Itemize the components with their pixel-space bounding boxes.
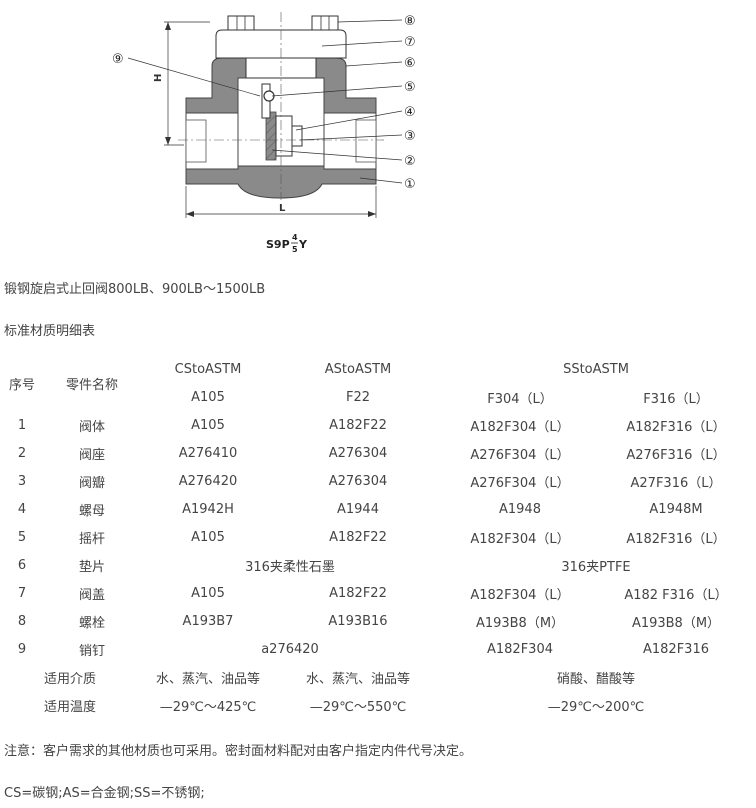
callout-1: ① xyxy=(404,177,416,192)
table-cell: 阀座 xyxy=(78,447,105,463)
valve-section-drawing: H L ⑧ ⑦ ⑥ ⑤ ④ ③ ② ① ⑨ S9P 4 5 Y xyxy=(112,12,416,254)
sub-ss2: F316（L） xyxy=(643,391,709,407)
table-cell: A193B16 xyxy=(328,613,388,629)
table-row-media: 适用介质 水、蒸汽、油品等 水、蒸汽、油品等 硝酸、醋酸等 xyxy=(43,671,636,687)
table-cell: A182F304（L） xyxy=(470,531,570,547)
table-cell: A276304 xyxy=(328,473,388,489)
table-cell: A182F304（L） xyxy=(470,587,570,603)
table-cell: A182F22 xyxy=(329,529,387,545)
callout-5: ⑤ xyxy=(404,80,416,95)
table-cell: A105 xyxy=(191,417,225,433)
nut-right xyxy=(311,15,339,31)
table-cell: A276F304（L） xyxy=(470,447,570,463)
table-cell: 4 xyxy=(17,501,27,517)
table-row: 3 阀瓣 A276420 A276304 A276F304（L） A27F316（L） xyxy=(0,467,752,495)
model-prefix: S9P xyxy=(266,238,290,251)
table-cell: 阀瓣 xyxy=(78,475,105,491)
page-title: 锻钢旋启式止回阀800LB、900LB～1500LB xyxy=(4,282,266,297)
callout-2: ② xyxy=(404,154,416,169)
table-cell: A193B8（M） xyxy=(631,615,721,631)
group-as-header: AStoASTM xyxy=(324,361,392,377)
seat xyxy=(265,111,277,161)
table-subheader-row: A105 F22 F304（L） F316（L） xyxy=(0,383,752,411)
table-cell: A182F22 xyxy=(329,417,387,433)
note-text: 注意：客户需求的其他材质也可采用。密封面材料配对由客户指定内件代号决定。 xyxy=(4,744,473,759)
model-sup: 4 xyxy=(292,233,298,242)
callout-7: ⑦ xyxy=(404,35,416,50)
col-no-header: 序号 xyxy=(8,377,35,393)
callout-8: ⑧ xyxy=(404,14,416,29)
group-ss-header: SStoASTM xyxy=(563,361,629,377)
table-row: 9 销钉 a276420 A182F304 A182F316 xyxy=(17,641,709,659)
sub-as: F22 xyxy=(345,389,371,405)
table-cell: A182F316（L） xyxy=(626,531,726,547)
abbreviation-text: CS=碳钢;AS=合金钢;SS=不锈钢; xyxy=(4,786,205,801)
table-cell: 螺母 xyxy=(78,503,105,519)
group-cs-header: CStoASTM xyxy=(174,361,242,377)
disc xyxy=(275,115,293,157)
material-table: 序号 零件名称 CStoASTM AStoASTM SStoASTM A105 … xyxy=(0,355,752,719)
nut-left xyxy=(227,15,255,31)
callout-4: ④ xyxy=(404,105,416,120)
table-row: 6 垫片 316夹柔性石墨 316夹PTFE xyxy=(17,557,631,575)
table-cell: A276F316（L） xyxy=(626,447,726,463)
table-row: 5 摇杆 A105 A182F22 A182F304（L） A182F316（L） xyxy=(0,523,752,551)
sub-cs: A105 xyxy=(191,389,225,405)
table-cell: 3 xyxy=(17,473,27,489)
table-cell: A1942H xyxy=(182,501,234,517)
callout-3: ③ xyxy=(404,129,416,144)
model-suffix: Y xyxy=(298,238,308,251)
table-cell: 摇杆 xyxy=(78,531,105,547)
table-cell: 2 xyxy=(17,445,27,461)
table-cell: 1 xyxy=(17,417,27,433)
table-cell: A276304 xyxy=(328,445,388,461)
table-cell: A276F304（L） xyxy=(470,475,570,491)
table-cell: A276410 xyxy=(178,445,238,461)
table-cell: A182F316（L） xyxy=(626,419,726,435)
table-row: 4 螺母 A1942H A1944 A1948 A1948M xyxy=(0,495,752,523)
table-cell: A182F304（L） xyxy=(470,419,570,435)
dim-l-label: L xyxy=(279,203,286,214)
table-row: 1 阀体 A105 A182F22 A182F304（L） A182F316（L） xyxy=(0,411,752,439)
dim-h-label: H xyxy=(153,74,164,82)
table-cell: A105 xyxy=(191,529,225,545)
table-cell: A1948M xyxy=(649,501,703,517)
table-cell: 8 xyxy=(17,613,27,629)
table-row: 2 阀座 A276410 A276304 A276F304（L） A276F316（L） xyxy=(0,439,752,467)
callout-9: ⑨ xyxy=(112,52,124,67)
callout-6: ⑥ xyxy=(404,56,416,71)
table-cell: A276420 xyxy=(178,473,238,489)
table-cell: 5 xyxy=(17,529,27,545)
table-cell: A193B8（M） xyxy=(475,615,565,631)
table-cell: A105 xyxy=(191,585,225,601)
table-caption: 标准材质明细表 xyxy=(4,324,96,339)
model-sub: 5 xyxy=(292,245,298,254)
table-cell: 7 xyxy=(17,585,27,601)
table-cell: 阀体 xyxy=(78,419,105,435)
table-cell: A27F316（L） xyxy=(630,475,722,491)
table-cell: 螺栓 xyxy=(78,615,105,631)
sub-ss1: F304（L） xyxy=(487,391,553,407)
table-row: 8 螺栓 A193B7 A193B16 A193B8（M） A193B8（M） xyxy=(0,607,752,635)
col-name-header: 零件名称 xyxy=(65,377,118,393)
table-header-row: 序号 零件名称 CStoASTM AStoASTM SStoASTM xyxy=(0,355,752,393)
table-cell: A1948 xyxy=(499,501,541,517)
table-cell: 阀盖 xyxy=(78,587,105,603)
table-row: 7 阀盖 A105 A182F22 A182F304（L） A182 F316（L） xyxy=(0,579,752,607)
table-row-temp: 适用温度 —29℃～425℃ —29℃～550℃ —29℃～200℃ xyxy=(43,699,645,715)
table-cell: A182 F316（L） xyxy=(624,587,728,603)
table-cell: A193B7 xyxy=(182,613,234,629)
table-cell: A182F22 xyxy=(329,585,387,601)
table-body-bottom: 7 阀盖 A105 A182F22 A182F304（L） A182 F316（L） 8 螺栓… xyxy=(0,579,752,635)
table-cell: A1944 xyxy=(337,501,379,517)
